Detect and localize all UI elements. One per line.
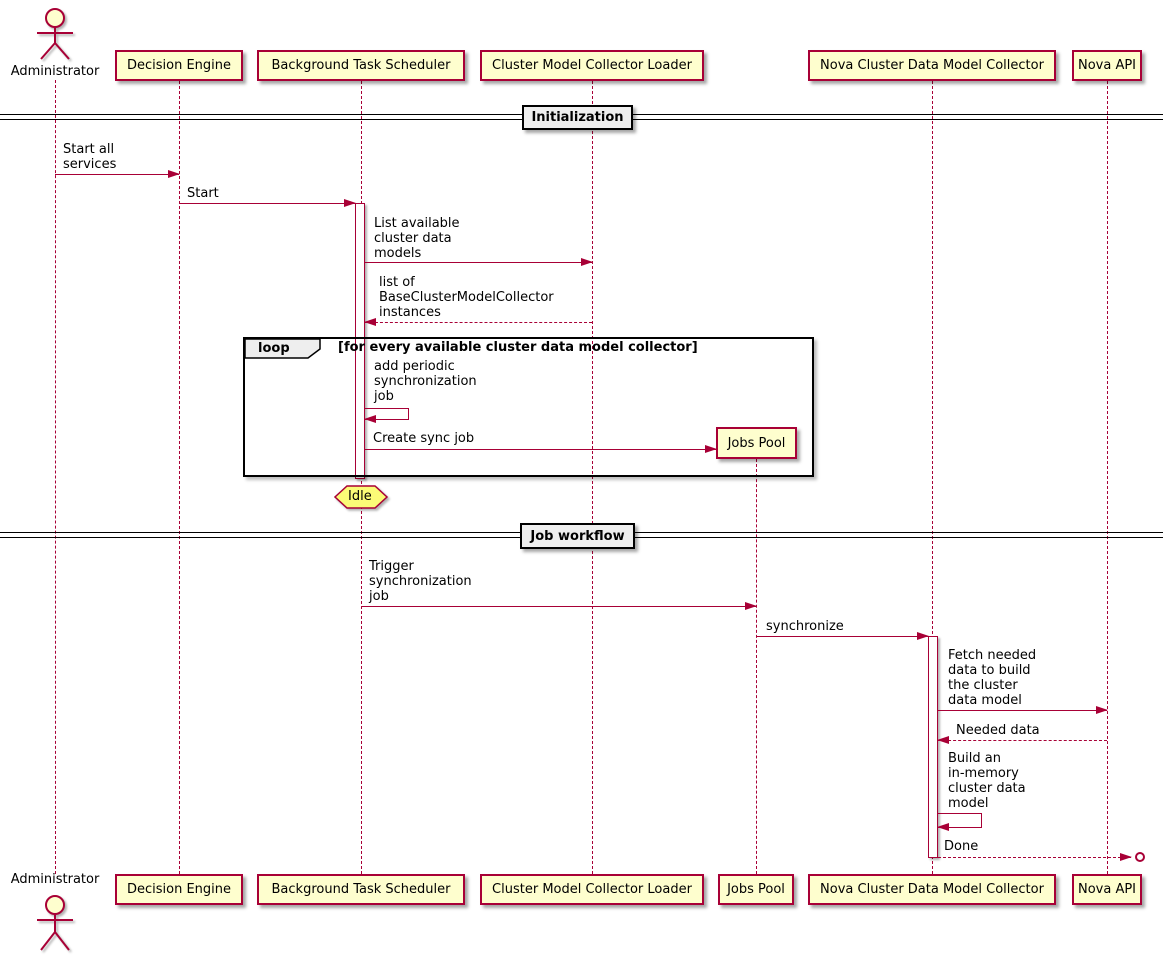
participant-nova-api-bottom: Nova API (1072, 874, 1142, 905)
arrow-build-model-bottom (937, 823, 982, 831)
actor-label-bottom: Administrator (10, 872, 100, 887)
participant-decision-engine-top: Decision Engine (115, 50, 243, 81)
arrowhead-icon (917, 632, 929, 640)
loop-frame (243, 337, 814, 477)
lost-message-circle-icon (1135, 852, 1145, 862)
arrow-list-of-instances (364, 318, 592, 326)
arrow-add-periodic-top (365, 408, 409, 409)
divider-job-workflow: Job workflow (520, 523, 635, 549)
lifeline-jobs-pool (756, 459, 757, 874)
lifeline-nova-cluster-data-model-collector (932, 81, 933, 874)
loop-label: loop (258, 341, 290, 356)
message-list-of-instances: list of BaseClusterModelCollector instan… (379, 275, 554, 320)
arrowhead-icon (344, 199, 356, 207)
lifeline-cluster-model-collector-loader (592, 81, 593, 874)
loop-header-icon (245, 339, 321, 359)
participant-label: Nova Cluster Data Model Collector (820, 882, 1044, 897)
arrow-build-model-top (938, 813, 982, 814)
lifeline-nova-api (1107, 81, 1108, 874)
arrow-synchronize (756, 632, 929, 640)
activation-bar-background-task-scheduler (355, 203, 365, 479)
participant-label: Jobs Pool (727, 435, 786, 451)
arrowhead-icon (581, 258, 593, 266)
message-done: Done (944, 839, 979, 854)
participant-jobs-pool-bottom: Jobs Pool (718, 874, 794, 905)
arrow-add-periodic-bottom (364, 415, 409, 423)
arrowhead-icon (364, 318, 376, 326)
message-create-sync-job: Create sync job (373, 431, 475, 446)
participant-label: Nova Cluster Data Model Collector (820, 58, 1044, 73)
participant-label: Jobs Pool (727, 882, 785, 897)
loop-condition: [for every available cluster data model … (338, 340, 698, 355)
arrowhead-icon (1120, 853, 1132, 861)
participant-label: Nova API (1077, 882, 1137, 897)
actor-icon (37, 895, 73, 951)
divider-label: Job workflow (530, 528, 625, 544)
arrowhead-icon (364, 415, 376, 423)
arrowhead-icon (937, 736, 949, 744)
message-start: Start (187, 186, 219, 201)
participant-label: Decision Engine (126, 58, 232, 73)
participant-background-task-scheduler-top: Background Task Scheduler (257, 50, 465, 81)
arrow-build-model-side (981, 813, 982, 827)
participant-cluster-model-collector-loader-top: Cluster Model Collector Loader (480, 50, 704, 81)
arrow-start (179, 199, 356, 207)
arrow-list-available (365, 258, 593, 266)
lifeline-decision-engine (179, 81, 180, 874)
participant-label: Nova API (1077, 58, 1137, 73)
message-start-all-services: Start all services (63, 142, 117, 172)
divider-label: Initialization (531, 110, 624, 125)
message-fetch-needed: Fetch needed data to build the cluster d… (948, 648, 1037, 708)
participant-label: Cluster Model Collector Loader (492, 58, 692, 73)
arrowhead-icon (937, 823, 949, 831)
participant-cluster-model-collector-loader-bottom: Cluster Model Collector Loader (480, 874, 704, 905)
message-list-available: List available cluster data models (374, 216, 460, 261)
arrow-needed-data (937, 736, 1107, 744)
divider-initialization: Initialization (522, 105, 633, 130)
lifeline-administrator (55, 80, 56, 874)
participant-decision-engine-bottom: Decision Engine (115, 874, 243, 905)
participant-label: Background Task Scheduler (271, 58, 451, 73)
participant-nova-cluster-data-model-collector-top: Nova Cluster Data Model Collector (808, 50, 1056, 81)
message-trigger-sync: Trigger synchronization job (369, 559, 472, 604)
participant-nova-api-top: Nova API (1072, 50, 1142, 81)
message-add-periodic: add periodic synchronization job (374, 359, 477, 404)
arrowhead-icon (1096, 706, 1108, 714)
actor-icon (37, 8, 73, 60)
activation-bar-nova-cluster-data-model-collector (928, 636, 938, 858)
actor-label-top: Administrator (10, 64, 100, 79)
arrow-trigger-sync (361, 602, 757, 610)
arrow-add-periodic-side (408, 408, 409, 419)
message-synchronize: synchronize (766, 619, 844, 634)
arrow-done (938, 853, 1132, 861)
arrowhead-icon (168, 170, 180, 178)
participant-nova-cluster-data-model-collector-bottom: Nova Cluster Data Model Collector (808, 874, 1056, 905)
participant-label: Background Task Scheduler (271, 882, 451, 897)
arrowhead-icon (745, 602, 757, 610)
arrow-fetch-needed (938, 706, 1108, 714)
arrowhead-icon (705, 445, 717, 453)
message-build-model: Build an in-memory cluster data model (948, 751, 1026, 811)
participant-label: Cluster Model Collector Loader (492, 882, 692, 897)
arrow-create-sync-job (365, 445, 717, 453)
participant-jobs-pool-created: Jobs Pool (716, 427, 797, 459)
idle-state-icon (334, 485, 389, 509)
arrow-start-all-services (55, 170, 180, 178)
participant-background-task-scheduler-bottom: Background Task Scheduler (257, 874, 465, 905)
idle-state-label: Idle (348, 489, 372, 504)
message-needed-data: Needed data (956, 723, 1040, 738)
participant-label: Decision Engine (126, 882, 232, 897)
